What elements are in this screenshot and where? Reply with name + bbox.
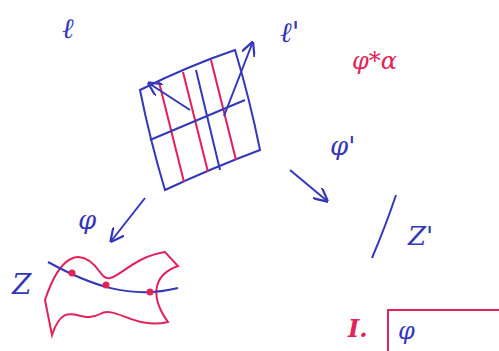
space-label: Z' — [408, 222, 433, 251]
map-label: φ — [78, 206, 96, 235]
formula-box — [388, 310, 499, 351]
z-surface — [45, 252, 178, 335]
intersection-dots — [69, 270, 154, 296]
z-prime-curve — [372, 195, 396, 258]
pullback-label: φ*α — [352, 48, 397, 74]
line-label: ℓ' — [280, 18, 299, 49]
fiber-curve — [48, 262, 178, 292]
map-arrows — [112, 170, 326, 240]
section-number: I. — [348, 316, 368, 342]
line-label: ℓ — [62, 14, 74, 45]
map-label: φ' — [330, 132, 355, 161]
formula-fragment: φ — [398, 318, 415, 344]
space-label: Z — [12, 270, 31, 301]
grid-lines — [150, 44, 252, 170]
